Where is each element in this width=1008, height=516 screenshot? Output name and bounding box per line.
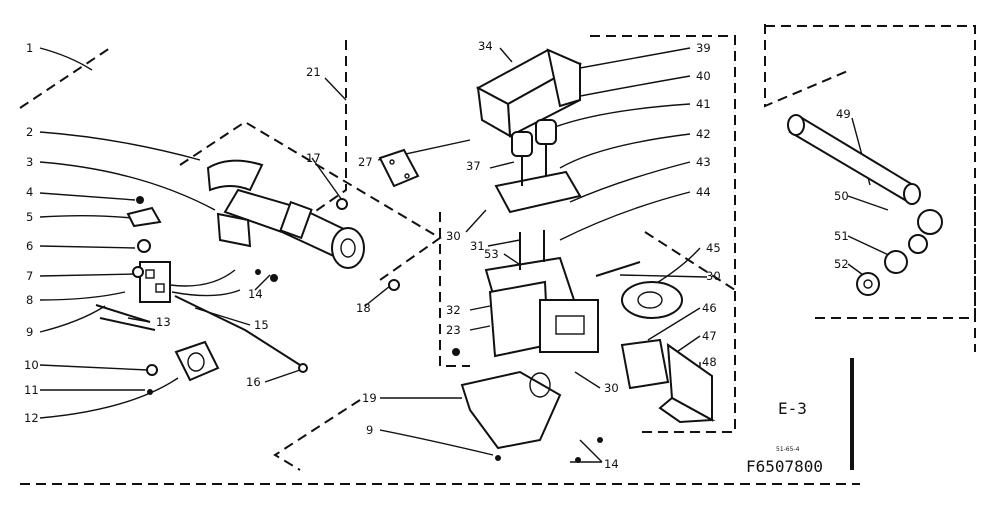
callout-label: 51: [834, 229, 849, 243]
part-cover-box: [475, 48, 583, 138]
callout-label: 53: [484, 247, 499, 261]
callout-label: 10: [24, 358, 39, 372]
part-bracket-assembly: [126, 206, 252, 303]
callout-label: 50: [834, 189, 849, 203]
callout-label: 15: [254, 318, 269, 332]
callout-label: 14: [604, 457, 619, 471]
callout-label: 45: [706, 241, 721, 255]
callout-label: 47: [702, 329, 717, 343]
callout-label: 27: [358, 155, 373, 169]
callout-label: 34: [478, 39, 493, 53]
callout-label: 7: [26, 269, 33, 283]
callout-label: 4: [26, 185, 33, 199]
callout-label: 9: [26, 325, 33, 339]
small-code-label: 51-65-4: [776, 446, 800, 453]
callout-label: 17: [306, 151, 321, 165]
callout-label: 19: [362, 391, 377, 405]
callout-label: 11: [24, 383, 39, 397]
callout-label: 48: [702, 355, 717, 369]
callout-label: 46: [702, 301, 717, 315]
callout-label: 42: [696, 127, 711, 141]
part-igniter-switch: [146, 340, 220, 395]
callout-labels: 1 2 3 4 5 6 7 8 9 10 11 12 13 14 15 16 1…: [24, 39, 851, 471]
callout-label: 31: [470, 239, 485, 253]
callout-label: 44: [696, 185, 711, 199]
callout-label: 30: [706, 269, 721, 283]
callout-label: 41: [696, 97, 711, 111]
callout-label: 1: [26, 41, 33, 55]
part-thermocouple-loop: [595, 261, 683, 319]
callout-label: 13: [156, 315, 171, 329]
callout-label: 8: [26, 293, 33, 307]
part-burner-tube: [206, 159, 365, 269]
callout-label: 32: [446, 303, 461, 317]
callout-label: 39: [696, 41, 711, 55]
part-valve-body: [484, 119, 599, 358]
callout-label: 40: [696, 69, 711, 83]
callout-label: 14: [248, 287, 263, 301]
callout-label: 37: [466, 159, 481, 173]
part-fittings: [856, 209, 943, 296]
part-gasket: [378, 148, 420, 188]
part-small-fasteners: [136, 196, 460, 356]
callout-label: 49: [836, 107, 851, 121]
part-solenoid: [620, 338, 716, 424]
callout-label: 30: [446, 229, 461, 243]
callout-label: 6: [26, 239, 33, 253]
callout-label: 2: [26, 125, 33, 139]
callout-label: 43: [696, 155, 711, 169]
callout-label: 18: [356, 301, 371, 315]
part-igniter-wire: [95, 295, 308, 373]
callout-label: 9: [366, 423, 373, 437]
callout-label: 3: [26, 155, 33, 169]
callout-label: 12: [24, 411, 39, 425]
section-label: E-3: [778, 399, 807, 418]
callout-label: 23: [446, 323, 461, 337]
part-mounting-bracket: [460, 370, 603, 463]
callout-label: 5: [26, 210, 33, 224]
callout-label: 16: [246, 375, 261, 389]
callout-label: 21: [306, 65, 321, 79]
callout-label: 30: [604, 381, 619, 395]
drawing-number: F6507800: [746, 457, 823, 476]
assembly-boundaries: [19, 24, 976, 485]
part-pipe: [787, 114, 921, 205]
leader-lines: [39, 47, 896, 463]
callout-label: 52: [834, 257, 849, 271]
